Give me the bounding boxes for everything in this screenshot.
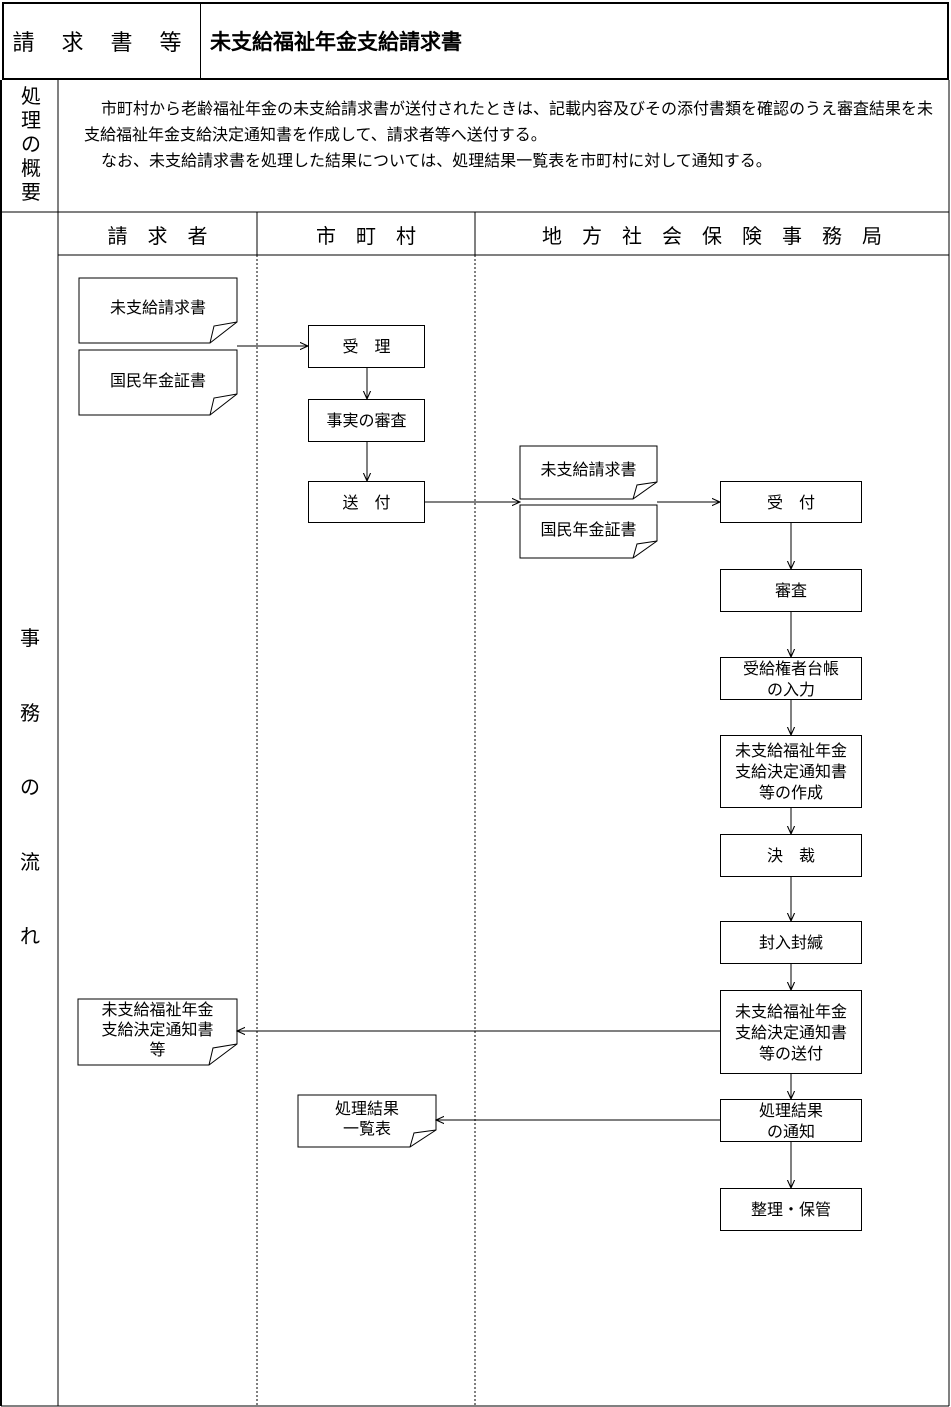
summary-paragraph-1: 市町村から老齢福祉年金の未支給請求書が送付されたときは、記載内容及びその添付書類… [84, 99, 934, 144]
flow-label-char: 流 [20, 850, 40, 874]
doc-result-list: 処理結果 一覧表 [334, 1099, 399, 1138]
lane-header-claimant: 請 求 者 [107, 223, 208, 248]
lane-header-municipality: 市 町 村 [316, 223, 416, 248]
doc-shape-office-certificate [519, 504, 658, 559]
doc-office-certificate: 国民年金証書 [540, 520, 637, 539]
step-ledger-entry: 受給権者台帳 の入力 [720, 657, 862, 700]
summary-label-char: 要 [21, 180, 41, 204]
flow-label-char: 務 [20, 701, 40, 725]
step-notify-result: 処理結果 の通知 [720, 1099, 862, 1142]
flow-label-char: れ [20, 924, 40, 948]
step-seal: 封入封緘 [720, 921, 862, 964]
doc-shape-claimant-request [78, 277, 238, 344]
step-fact-check: 事実の審査 [308, 399, 425, 442]
step-receipt: 受 理 [308, 325, 425, 368]
page-title: 未支給福祉年金支給請求書 [200, 2, 949, 80]
summary-label-char: の [21, 132, 41, 156]
step-create-notice: 未支給福祉年金 支給決定通知書 等の作成 [720, 735, 862, 808]
summary-label: 処 理 の 概 要 [18, 84, 44, 204]
summary-paragraph-2: なお、未支給請求書を処理した結果については、処理結果一覧表を市町村に対して通知す… [101, 151, 772, 170]
summary-label-char: 理 [21, 108, 41, 132]
doc-shape-result-list [297, 1094, 437, 1148]
flow-label-char: の [20, 775, 40, 799]
step-file-store: 整理・保管 [720, 1188, 862, 1231]
step-send: 送 付 [308, 481, 425, 523]
document-category-label: 請 求 書 等 [2, 2, 201, 80]
doc-decision-notice: 未支給福祉年金 支給決定通知書 等 [101, 1000, 214, 1059]
summary-label-char: 概 [21, 156, 41, 180]
step-accept: 受 付 [720, 481, 862, 523]
summary-label-char: 処 [21, 84, 41, 108]
doc-shape-claimant-certificate [78, 349, 238, 416]
lane-header-regional-office: 地 方 社 会 保 険 事 務 局 [542, 223, 882, 248]
step-review: 審査 [720, 569, 862, 612]
doc-shape-decision-notice [77, 998, 238, 1066]
step-send-notice: 未支給福祉年金 支給決定通知書 等の送付 [720, 990, 862, 1074]
step-approval: 決 裁 [720, 834, 862, 877]
doc-claimant-request: 未支給請求書 [109, 298, 206, 317]
flow-label-char: 事 [20, 626, 40, 650]
doc-shape-office-request [519, 445, 658, 500]
doc-claimant-certificate: 国民年金証書 [109, 371, 206, 390]
doc-office-request: 未支給請求書 [540, 460, 637, 479]
